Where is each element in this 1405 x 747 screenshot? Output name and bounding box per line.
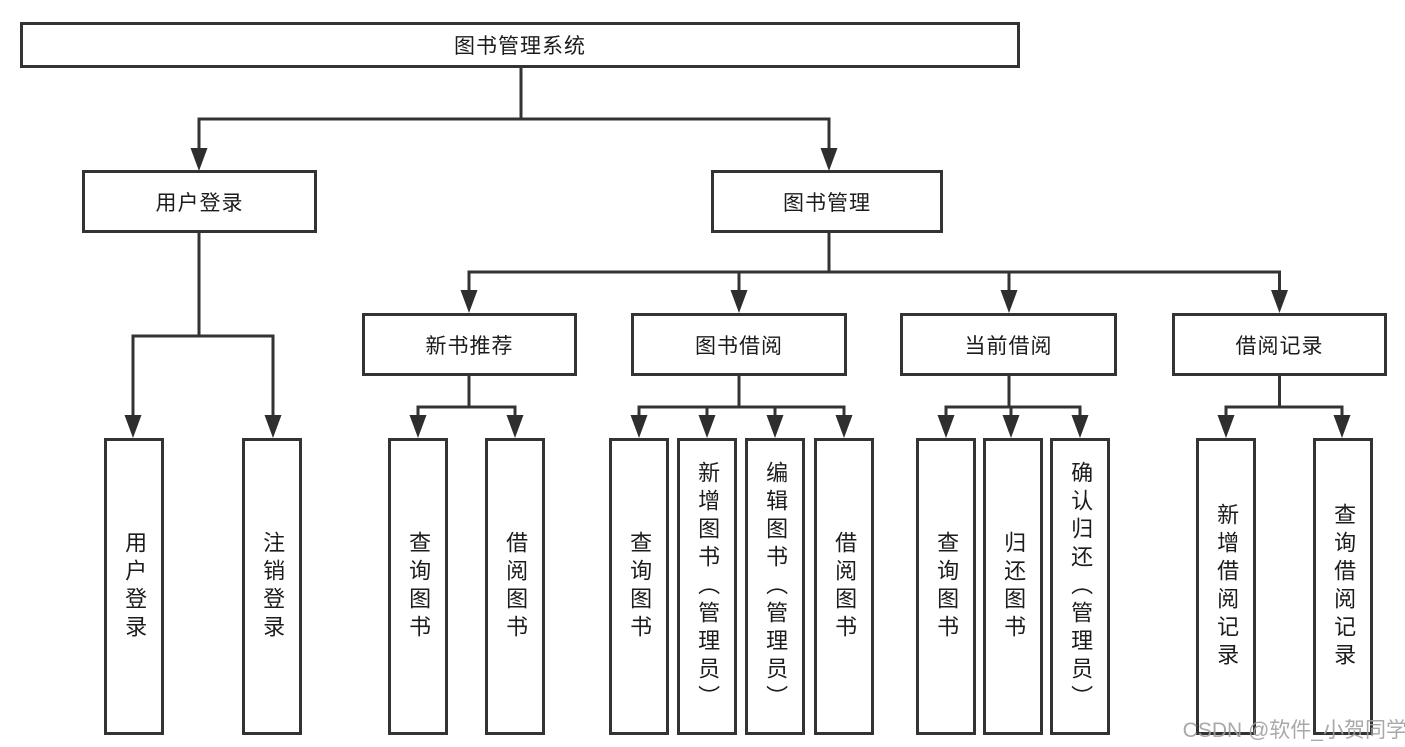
node-root: 图书管理系统 [20, 22, 1020, 68]
leaf-newbook-query-books-label: 查询图书 [406, 530, 432, 643]
node-current-borrow: 当前借阅 [900, 313, 1117, 376]
leaf-newbook-borrow-books-label: 借阅图书 [503, 530, 529, 643]
leaf-borrow-edit-books-admin-label: 编辑图书（管理员） [763, 460, 789, 713]
leaf-current-return-books-label: 归还图书 [1001, 530, 1027, 643]
leaf-logout-label: 注销登录 [260, 530, 286, 643]
leaf-current-query-books-label: 查询图书 [934, 530, 960, 643]
leaf-borrow-borrow-books: 借阅图书 [814, 438, 874, 735]
watermark: CSDN @软件_小贺同学 [1182, 719, 1405, 742]
node-user-login: 用户登录 [82, 170, 317, 233]
leaf-records-query-record: 查询借阅记录 [1313, 438, 1373, 735]
leaf-user-login-label: 用户登录 [122, 530, 148, 643]
leaf-logout: 注销登录 [242, 438, 302, 735]
arrowheads [124, 148, 1351, 438]
leaf-current-confirm-return-admin-label: 确认归还（管理员） [1068, 460, 1094, 713]
leaf-user-login: 用户登录 [104, 438, 164, 735]
leaf-borrow-query-books: 查询图书 [609, 438, 669, 735]
leaf-newbook-borrow-books: 借阅图书 [485, 438, 545, 735]
leaf-newbook-query-books: 查询图书 [388, 438, 448, 735]
leaf-borrow-edit-books-admin: 编辑图书（管理员） [745, 438, 805, 735]
leaf-current-confirm-return-admin: 确认归还（管理员） [1050, 438, 1110, 735]
leaf-records-add-record: 新增借阅记录 [1196, 438, 1256, 735]
leaf-borrow-add-books-admin: 新增图书（管理员） [677, 438, 737, 735]
leaf-current-return-books: 归还图书 [983, 438, 1043, 735]
leaf-borrow-query-books-label: 查询图书 [627, 530, 653, 643]
leaf-records-query-record-label: 查询借阅记录 [1331, 502, 1357, 671]
leaf-borrow-add-books-admin-label: 新增图书（管理员） [695, 460, 721, 713]
node-borrow-records: 借阅记录 [1172, 313, 1387, 376]
leaf-records-add-record-label: 新增借阅记录 [1214, 502, 1240, 671]
leaf-current-query-books: 查询图书 [916, 438, 976, 735]
leaf-borrow-borrow-books-label: 借阅图书 [832, 530, 858, 643]
node-book-borrow: 图书借阅 [631, 313, 847, 376]
node-new-book-recommend: 新书推荐 [362, 313, 577, 376]
node-book-management: 图书管理 [711, 170, 943, 233]
